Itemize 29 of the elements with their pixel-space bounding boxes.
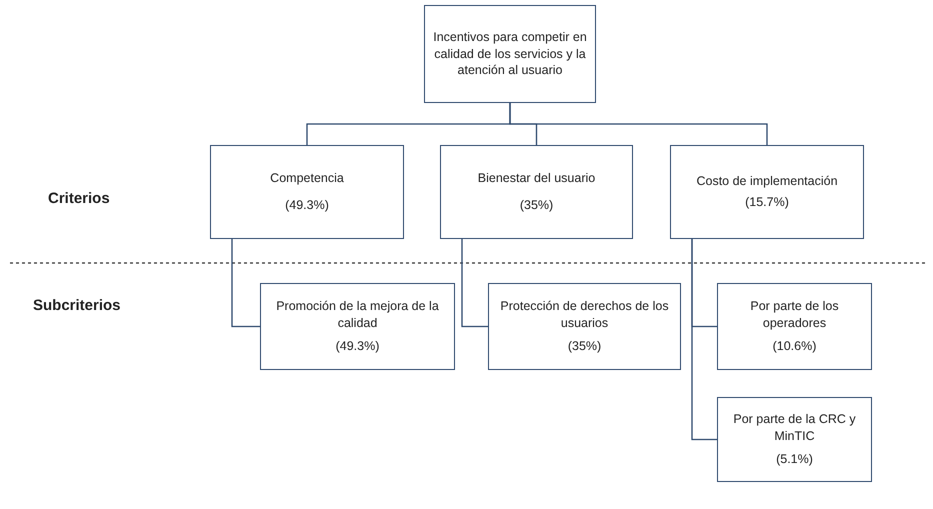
box-text: (15.7%) (745, 194, 789, 211)
box-text: Incentivos para competir en calidad de los servicios y la atención al usuario (433, 28, 587, 80)
criterion-box (670, 145, 864, 239)
criterion-box (210, 145, 404, 239)
level-label: Subcriterios (33, 297, 121, 314)
criterion-box (440, 145, 633, 239)
box-text: (35%) (520, 197, 554, 214)
box-text: Protección de derechos de los usuarios (499, 298, 670, 332)
box-text: (49.3%) (285, 197, 329, 214)
connector-line (691, 239, 717, 440)
connector-line (231, 239, 260, 328)
criterion-box (260, 283, 455, 370)
box-text: Por parte de los operadores (749, 298, 840, 332)
connector-line (509, 103, 768, 145)
criterion-box (717, 397, 872, 482)
box-text: (5.1%) (776, 450, 813, 468)
criterion-box (424, 5, 596, 103)
level-label: Criterios (48, 190, 110, 207)
box-text: Bienestar del usuario (478, 170, 596, 187)
box-text: (10.6%) (772, 338, 816, 355)
box-text: Promoción de la mejora de la calidad (275, 298, 440, 332)
criterion-box (717, 283, 872, 370)
criterion-box (488, 283, 681, 370)
box-text: Competencia (270, 170, 344, 187)
box-text: (49.3%) (336, 338, 380, 355)
box-text: Costo de implementación (696, 173, 838, 190)
box-text: (35%) (568, 338, 602, 355)
box-text: Por parte de la CRC y MinTIC (732, 411, 857, 445)
connector-line (461, 239, 488, 328)
